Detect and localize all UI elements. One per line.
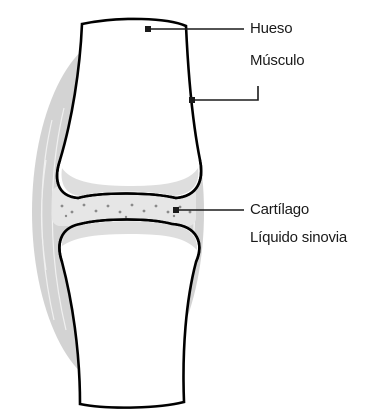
upper-bone: [57, 19, 201, 198]
label-hueso: Hueso: [250, 20, 292, 38]
lower-bone: [59, 220, 199, 408]
label-cartilago: Cartílago: [250, 201, 309, 219]
label-musculo: Músculo: [250, 52, 304, 70]
label-liquido-sinovia: Líquido sinovia: [250, 229, 347, 247]
